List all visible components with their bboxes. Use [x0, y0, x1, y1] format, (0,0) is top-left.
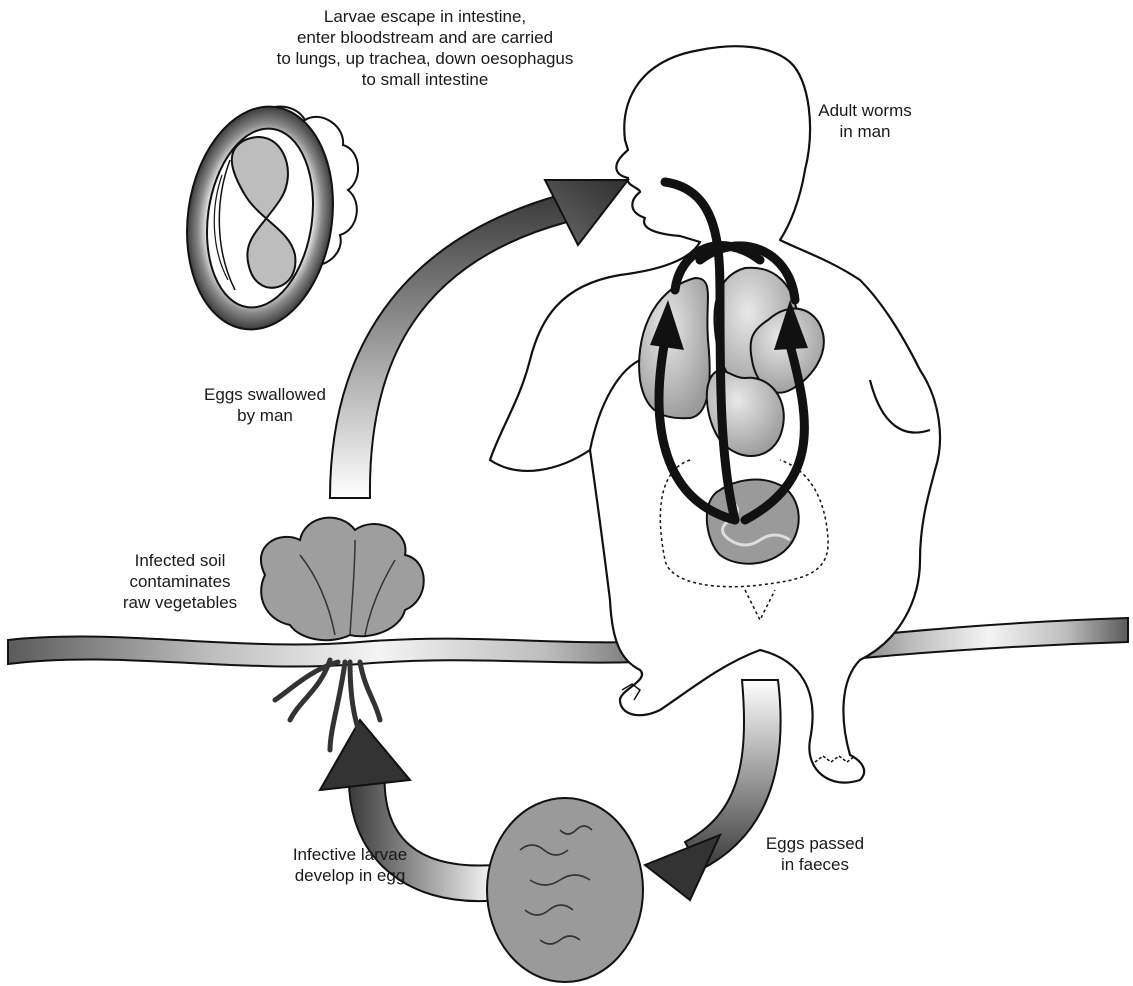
- label-line: in man: [790, 121, 940, 142]
- label-line: develop in egg: [270, 865, 430, 886]
- label-eggs-passed: Eggs passed in faeces: [740, 833, 890, 875]
- label-line: Infective larvae: [270, 844, 430, 865]
- label-line: to small intestine: [230, 69, 620, 90]
- label-infected-soil: Infected soil contaminates raw vegetable…: [95, 550, 265, 613]
- egg-with-larva: [173, 97, 358, 339]
- label-line: Eggs swallowed: [165, 384, 365, 405]
- label-line: Adult worms: [790, 100, 940, 121]
- label-line: Larvae escape in intestine,: [230, 6, 620, 27]
- label-line: enter bloodstream and are carried: [230, 27, 620, 48]
- label-line: raw vegetables: [95, 592, 265, 613]
- label-line: in faeces: [740, 854, 890, 875]
- label-eggs-swallowed: Eggs swallowed by man: [165, 384, 365, 426]
- label-adult-worms: Adult worms in man: [790, 100, 940, 142]
- label-line: to lungs, up trachea, down oesophagus: [230, 48, 620, 69]
- label-infective-larvae: Infective larvae develop in egg: [270, 844, 430, 886]
- label-line: Eggs passed: [740, 833, 890, 854]
- label-larvae-escape: Larvae escape in intestine, enter bloods…: [230, 6, 620, 90]
- faeces-mass: [487, 798, 643, 982]
- lettuce-plant: [261, 518, 424, 750]
- ground-band: [8, 618, 1128, 667]
- label-line: by man: [165, 405, 365, 426]
- label-line: Infected soil: [95, 550, 265, 571]
- label-line: contaminates: [95, 571, 265, 592]
